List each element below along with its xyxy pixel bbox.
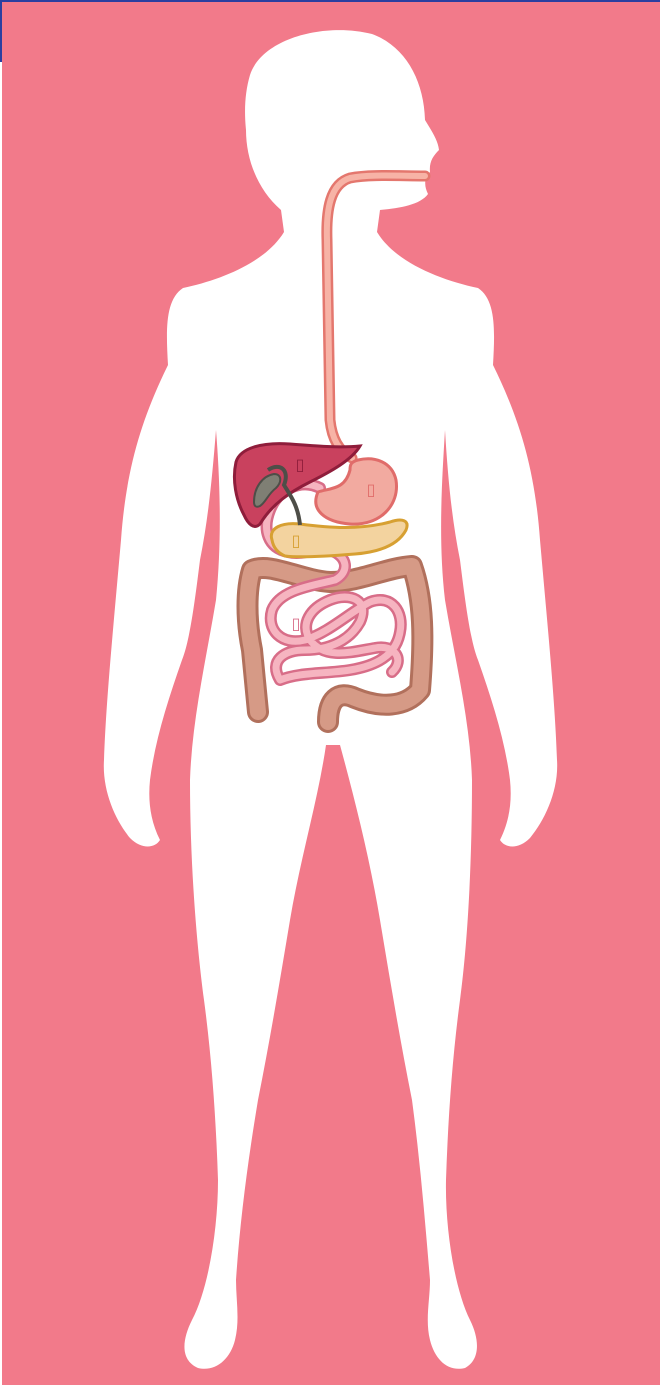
small-intestine-marker: ▯ <box>292 614 301 633</box>
stomach-marker: ▯ <box>367 480 376 499</box>
liver-marker: ▯ <box>296 455 305 474</box>
pancreas-marker: ▯ <box>292 531 301 550</box>
